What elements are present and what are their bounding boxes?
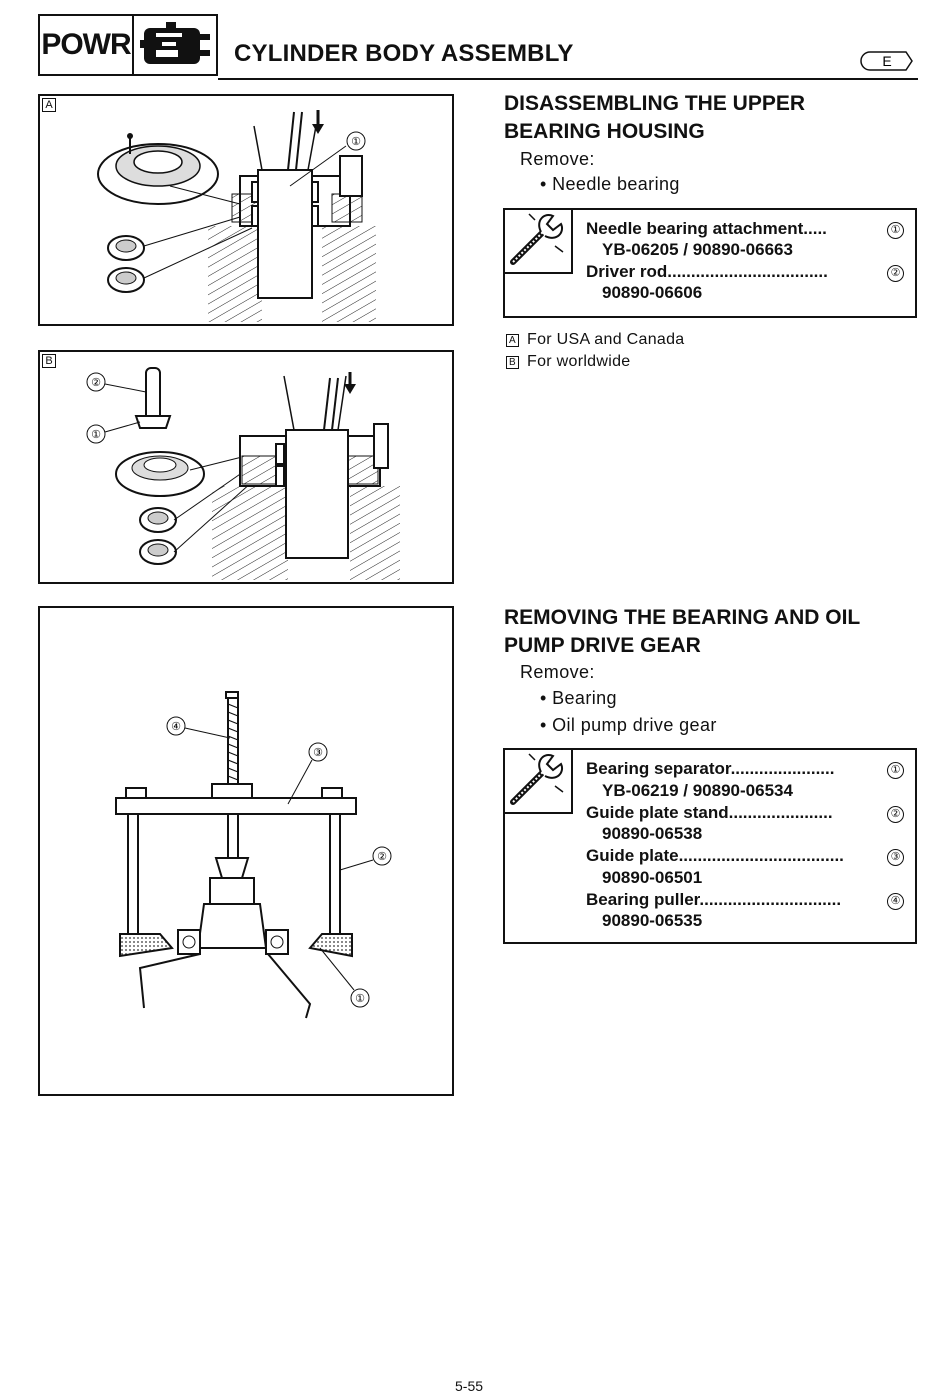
section2-remove-label: Remove: (520, 662, 595, 682)
section2-heading-line2: PUMP DRIVE GEAR (504, 634, 701, 657)
tool-6-line: Bearing puller..........................… (586, 890, 842, 909)
tool-4-ref: ② (887, 804, 904, 823)
special-tool-icon-2 (505, 750, 573, 814)
figure-a: A (38, 94, 454, 326)
section1-tool-box: Needle bearing attachment..... ① YB-0620… (503, 208, 917, 318)
tool-2-line: Driver rod..............................… (586, 262, 828, 281)
tool-2-ref: ② (887, 263, 904, 282)
figure-b-label: B (42, 354, 56, 368)
tool-3-ref: ① (887, 760, 904, 779)
section1-heading-line2: BEARING HOUSING (504, 120, 705, 143)
tool-6-part: 90890-06535 (602, 911, 703, 930)
tool-5-line: Guide plate.............................… (586, 846, 844, 865)
language-badge: E (860, 51, 913, 71)
section2-tool-box: Bearing separator...................... … (503, 748, 917, 944)
section1-remove-label: Remove: (520, 149, 595, 169)
section1-heading-line1: DISASSEMBLING THE UPPER (504, 92, 806, 115)
tool-5-ref: ③ (887, 847, 904, 866)
needle-bearing-removal-illustration: ① (97, 110, 376, 322)
callout-2c: ② (377, 851, 387, 863)
figure-c: ④ ③ ② ① (38, 606, 454, 1096)
callout-3: ③ (313, 747, 323, 759)
special-tool-icon (505, 210, 573, 274)
tool-1-line: Needle bearing attachment..... (586, 219, 827, 238)
section1-item: • Needle bearing (540, 174, 680, 194)
section2-heading-line1: REMOVING THE BEARING AND OIL (504, 606, 861, 629)
page-title: CYLINDER BODY ASSEMBLY (234, 40, 574, 67)
tool-5-part: 90890-06501 (602, 868, 703, 887)
tool-2-part: 90890-06606 (602, 283, 703, 302)
tool-1-part: YB-06205 / 90890-06663 (602, 240, 793, 259)
section2-item-1: • Bearing (540, 688, 617, 708)
figure-a-label: A (42, 98, 56, 112)
callout-1b: ① (91, 429, 101, 441)
tool-4-part: 90890-06538 (602, 824, 703, 843)
powerunit-icon (140, 22, 210, 64)
callout-2: ② (91, 377, 101, 389)
header-rule (218, 78, 918, 80)
svg-text:E: E (882, 53, 891, 69)
section-code: POWR (40, 16, 134, 74)
bearing-puller-illustration: ④ ③ ② ① (115, 691, 392, 1019)
callout-1: ① (351, 136, 361, 148)
page-number: 5-55 (455, 1378, 484, 1394)
tool-3-part: YB-06219 / 90890-06534 (602, 781, 793, 800)
callout-4: ④ (171, 721, 181, 733)
callout-1c: ① (355, 993, 365, 1005)
tool-1-ref: ① (887, 220, 904, 239)
section-tab-box (38, 14, 218, 76)
tool-6-ref: ④ (887, 891, 904, 910)
tool-4-line: Guide plate stand...................... (586, 803, 833, 822)
tool-3-line: Bearing separator...................... (586, 759, 835, 778)
needle-bearing-removal-worldwide-illustration: ② ① (86, 367, 400, 580)
section2-item-2: • Oil pump drive gear (540, 715, 717, 735)
figure-b: B ② ① (38, 350, 454, 584)
